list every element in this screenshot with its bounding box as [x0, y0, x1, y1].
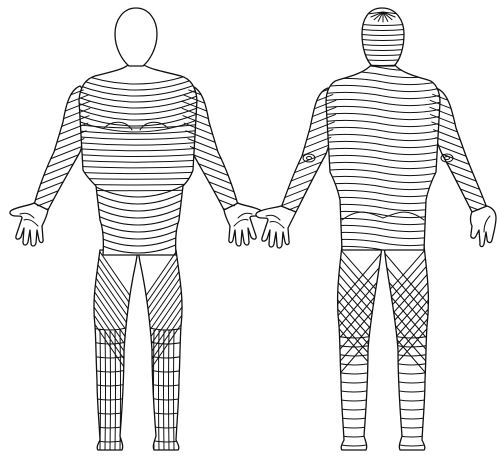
front-left-shin-contour [110, 330, 111, 450]
front-right-leg [138, 250, 182, 450]
back-view-figure [256, 8, 496, 450]
back-left-hand [256, 206, 296, 248]
front-left-shin-contour [115, 330, 116, 450]
front-view-figure [10, 8, 262, 450]
back-right-hand [471, 206, 497, 247]
front-right-shin-contour [164, 330, 165, 450]
back-right-leg [384, 246, 428, 450]
front-left-shin-contour [105, 330, 106, 450]
front-right-shin-contour [174, 330, 175, 450]
front-right-shin-contour [169, 330, 170, 450]
front-right-shin-contour [159, 330, 160, 450]
front-head [115, 8, 157, 66]
front-left-shin-contour [100, 330, 101, 450]
front-right-hand [224, 203, 262, 246]
front-torso [79, 65, 197, 255]
back-left-leg [338, 246, 382, 450]
front-left-hand [10, 203, 48, 246]
